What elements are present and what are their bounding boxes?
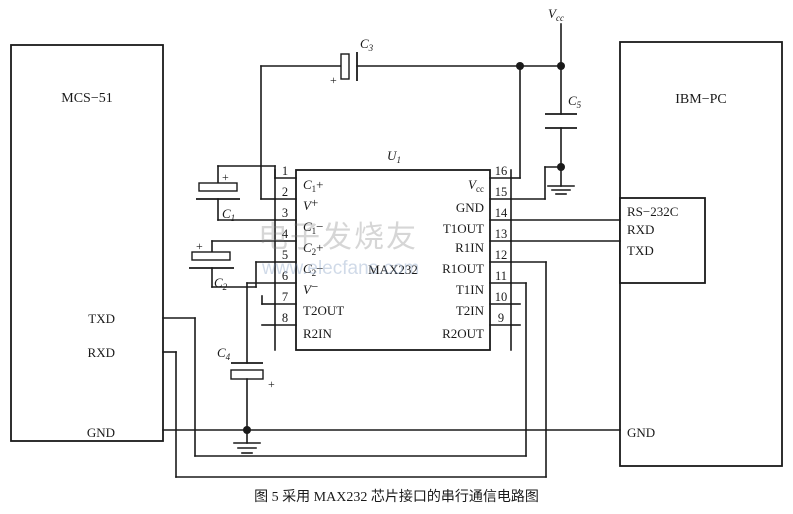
pin-number-10: 10 xyxy=(495,290,508,304)
pin-number-3: 3 xyxy=(282,206,288,220)
pin-number-7: 7 xyxy=(282,290,288,304)
pin-number-14: 14 xyxy=(495,206,508,220)
chip-reference-label: U1 xyxy=(387,148,401,165)
capacitor-c5-label: C5 xyxy=(568,93,582,110)
mcu-block-label: MCS−51 xyxy=(61,91,112,106)
pin-number-13: 13 xyxy=(495,227,508,241)
pin-number-6: 6 xyxy=(282,269,288,283)
pin-name-7: T2OUT xyxy=(303,303,344,318)
serial-port-line-rs232c: RS−232C xyxy=(627,204,678,219)
pin-name-3: C1− xyxy=(303,219,324,236)
pin-number-1: 1 xyxy=(282,164,288,178)
pin-name-13: R1IN xyxy=(455,240,485,255)
supply-vcc-label: Vcc xyxy=(548,6,564,23)
serial-port-line-rxd: RXD xyxy=(627,222,654,237)
max232-chip-body xyxy=(295,169,491,351)
pin-name-9: R2OUT xyxy=(442,326,484,341)
pin-number-9: 9 xyxy=(498,311,504,325)
chip-part-number-label: MAX232 xyxy=(368,262,418,277)
figure-caption: 图 5 采用 MAX232 芯片接口的串行通信电路图 xyxy=(254,490,539,505)
pin-name-1: C1+ xyxy=(303,177,324,194)
mcu-port-gnd-label: GND xyxy=(87,425,115,440)
capacitor-c1-plus-plate xyxy=(198,182,238,192)
capacitor-c2-label: C2 xyxy=(214,275,228,292)
pin-number-16: 16 xyxy=(495,164,508,178)
pin-name-8: R2IN xyxy=(303,326,333,341)
capacitor-c3-label: C3 xyxy=(360,36,374,53)
pin-name-4: C2+ xyxy=(303,240,324,257)
capacitor-c2-plus-plate xyxy=(191,251,231,261)
capacitor-c1-polarity-sign: + xyxy=(222,170,229,184)
pin-name-14: T1OUT xyxy=(443,221,484,236)
capacitor-c3-polarity-sign: + xyxy=(330,73,337,87)
pin-name-15: GND xyxy=(456,200,484,215)
capacitor-c4-label: C4 xyxy=(217,345,231,362)
serial-port-block xyxy=(619,197,706,284)
capacitor-c1-label: C1 xyxy=(222,206,235,223)
pin-name-11: T1IN xyxy=(456,282,485,297)
pin-number-15: 15 xyxy=(495,185,508,199)
capacitor-c2-polarity-sign: + xyxy=(196,239,203,253)
serial-port-line-txd: TXD xyxy=(627,243,654,258)
pin-number-2: 2 xyxy=(282,185,288,199)
pc-block-label: IBM−PC xyxy=(675,92,726,107)
pin-name-16: Vcc xyxy=(468,177,484,194)
pc-port-gnd-label: GND xyxy=(627,425,655,440)
capacitor-c4-plus-plate xyxy=(230,369,264,380)
pin-number-8: 8 xyxy=(282,311,288,325)
pin-name-6: V− xyxy=(303,279,318,297)
pin-name-2: V+ xyxy=(303,195,318,213)
mcu-port-rxd-label: RXD xyxy=(88,345,115,360)
pin-name-5: C2− xyxy=(303,261,324,278)
pin-name-10: T2IN xyxy=(456,303,485,318)
pin-number-4: 4 xyxy=(282,227,289,241)
capacitor-c3-plus-plate xyxy=(340,53,350,80)
pin-number-5: 5 xyxy=(282,248,288,262)
mcu-block xyxy=(10,44,164,442)
pin-name-12: R1OUT xyxy=(442,261,484,276)
pin-number-11: 11 xyxy=(495,269,507,283)
capacitor-c4-polarity-sign: + xyxy=(268,377,275,391)
pin-number-12: 12 xyxy=(495,248,508,262)
mcu-port-txd-label: TXD xyxy=(88,311,115,326)
